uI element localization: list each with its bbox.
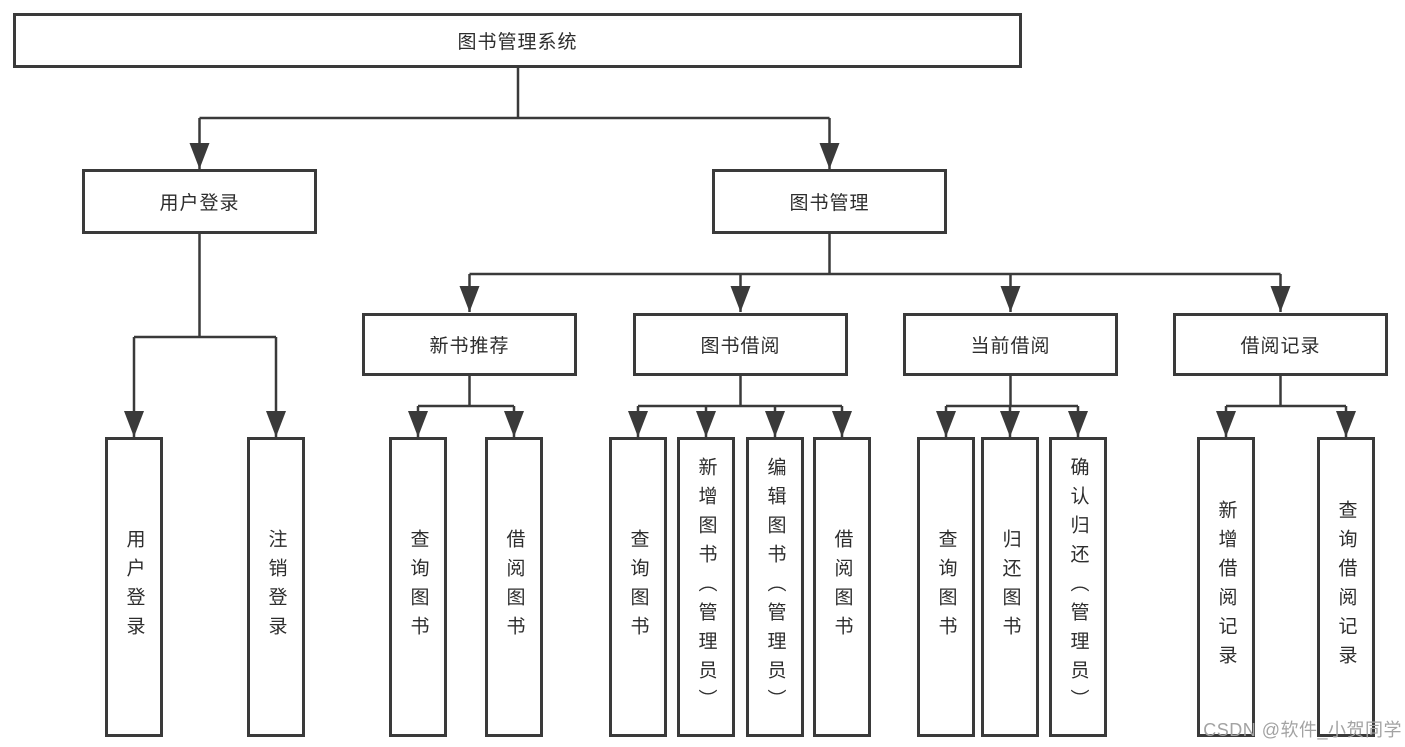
arrowhead-group: [124, 143, 1356, 437]
node-label: 新书推荐: [429, 336, 510, 357]
leaf-edit-book-admin: 编辑图书（管理员）: [746, 437, 804, 737]
leaf-logout: 注销登录: [247, 437, 305, 737]
node-user-login: 用户登录: [82, 169, 317, 234]
node-new-book-recommend: 新书推荐: [362, 313, 577, 376]
node-book-borrow: 图书借阅: [633, 313, 848, 376]
leaf-add-borrow-record: 新增借阅记录: [1197, 437, 1255, 737]
node-label: 用户登录: [159, 193, 240, 214]
leaf-query-borrow-record: 查询借阅记录: [1317, 437, 1375, 737]
node-current-borrow: 当前借阅: [903, 313, 1118, 376]
connector-group: [132, 68, 1348, 437]
leaf-label: 编辑图书（管理员）: [764, 456, 786, 718]
leaf-label: 用户登录: [123, 529, 145, 645]
node-label: 图书借阅: [700, 336, 781, 357]
node-book-management: 图书管理: [712, 169, 947, 234]
arrowhead: [1000, 411, 1020, 437]
leaf-label: 查询图书: [407, 529, 429, 645]
leaf-user-login: 用户登录: [105, 437, 163, 737]
csdn-watermark: CSDN @软件_小贺同学: [1203, 720, 1402, 740]
arrowhead: [1216, 411, 1236, 437]
leaf-label: 查询图书: [627, 529, 649, 645]
arrowhead: [459, 286, 480, 312]
node-library-management-system: 图书管理系统: [13, 13, 1022, 68]
leaf-query-books-borrow: 查询图书: [609, 437, 667, 737]
arrowhead: [628, 411, 648, 437]
leaf-borrow-books: 借阅图书: [813, 437, 871, 737]
leaf-label: 借阅图书: [503, 529, 525, 645]
arrowhead: [1068, 411, 1088, 437]
leaf-label: 新增借阅记录: [1215, 500, 1237, 674]
arrowhead: [408, 411, 428, 437]
arrowhead: [1270, 286, 1291, 312]
arrowhead: [765, 411, 785, 437]
leaf-confirm-return-admin: 确认归还（管理员）: [1049, 437, 1107, 737]
leaf-add-book-admin: 新增图书（管理员）: [677, 437, 735, 737]
leaf-return-books: 归还图书: [981, 437, 1039, 737]
leaf-borrow-books-recommend: 借阅图书: [485, 437, 543, 737]
arrowhead: [189, 143, 210, 169]
leaf-label: 查询借阅记录: [1335, 500, 1357, 674]
leaf-label: 注销登录: [265, 529, 287, 645]
arrowhead: [730, 286, 751, 312]
arrowhead: [936, 411, 956, 437]
arrowhead: [819, 143, 840, 169]
node-label: 借阅记录: [1240, 336, 1321, 357]
arrowhead: [266, 411, 286, 437]
leaf-query-books-recommend: 查询图书: [389, 437, 447, 737]
leaf-query-books-current: 查询图书: [917, 437, 975, 737]
node-label: 图书管理系统: [457, 32, 578, 53]
leaf-label: 归还图书: [999, 529, 1021, 645]
leaf-label: 确认归还（管理员）: [1067, 456, 1089, 718]
arrowhead: [1336, 411, 1356, 437]
node-label: 图书管理: [789, 193, 870, 214]
leaf-label: 查询图书: [935, 529, 957, 645]
leaf-label: 新增图书（管理员）: [695, 456, 717, 718]
arrowhead: [124, 411, 144, 437]
arrowhead: [1000, 286, 1021, 312]
node-label: 当前借阅: [970, 336, 1051, 357]
leaf-label: 借阅图书: [831, 529, 853, 645]
arrowhead: [696, 411, 716, 437]
arrowhead: [504, 411, 524, 437]
arrowhead: [832, 411, 852, 437]
node-borrow-records: 借阅记录: [1173, 313, 1388, 376]
